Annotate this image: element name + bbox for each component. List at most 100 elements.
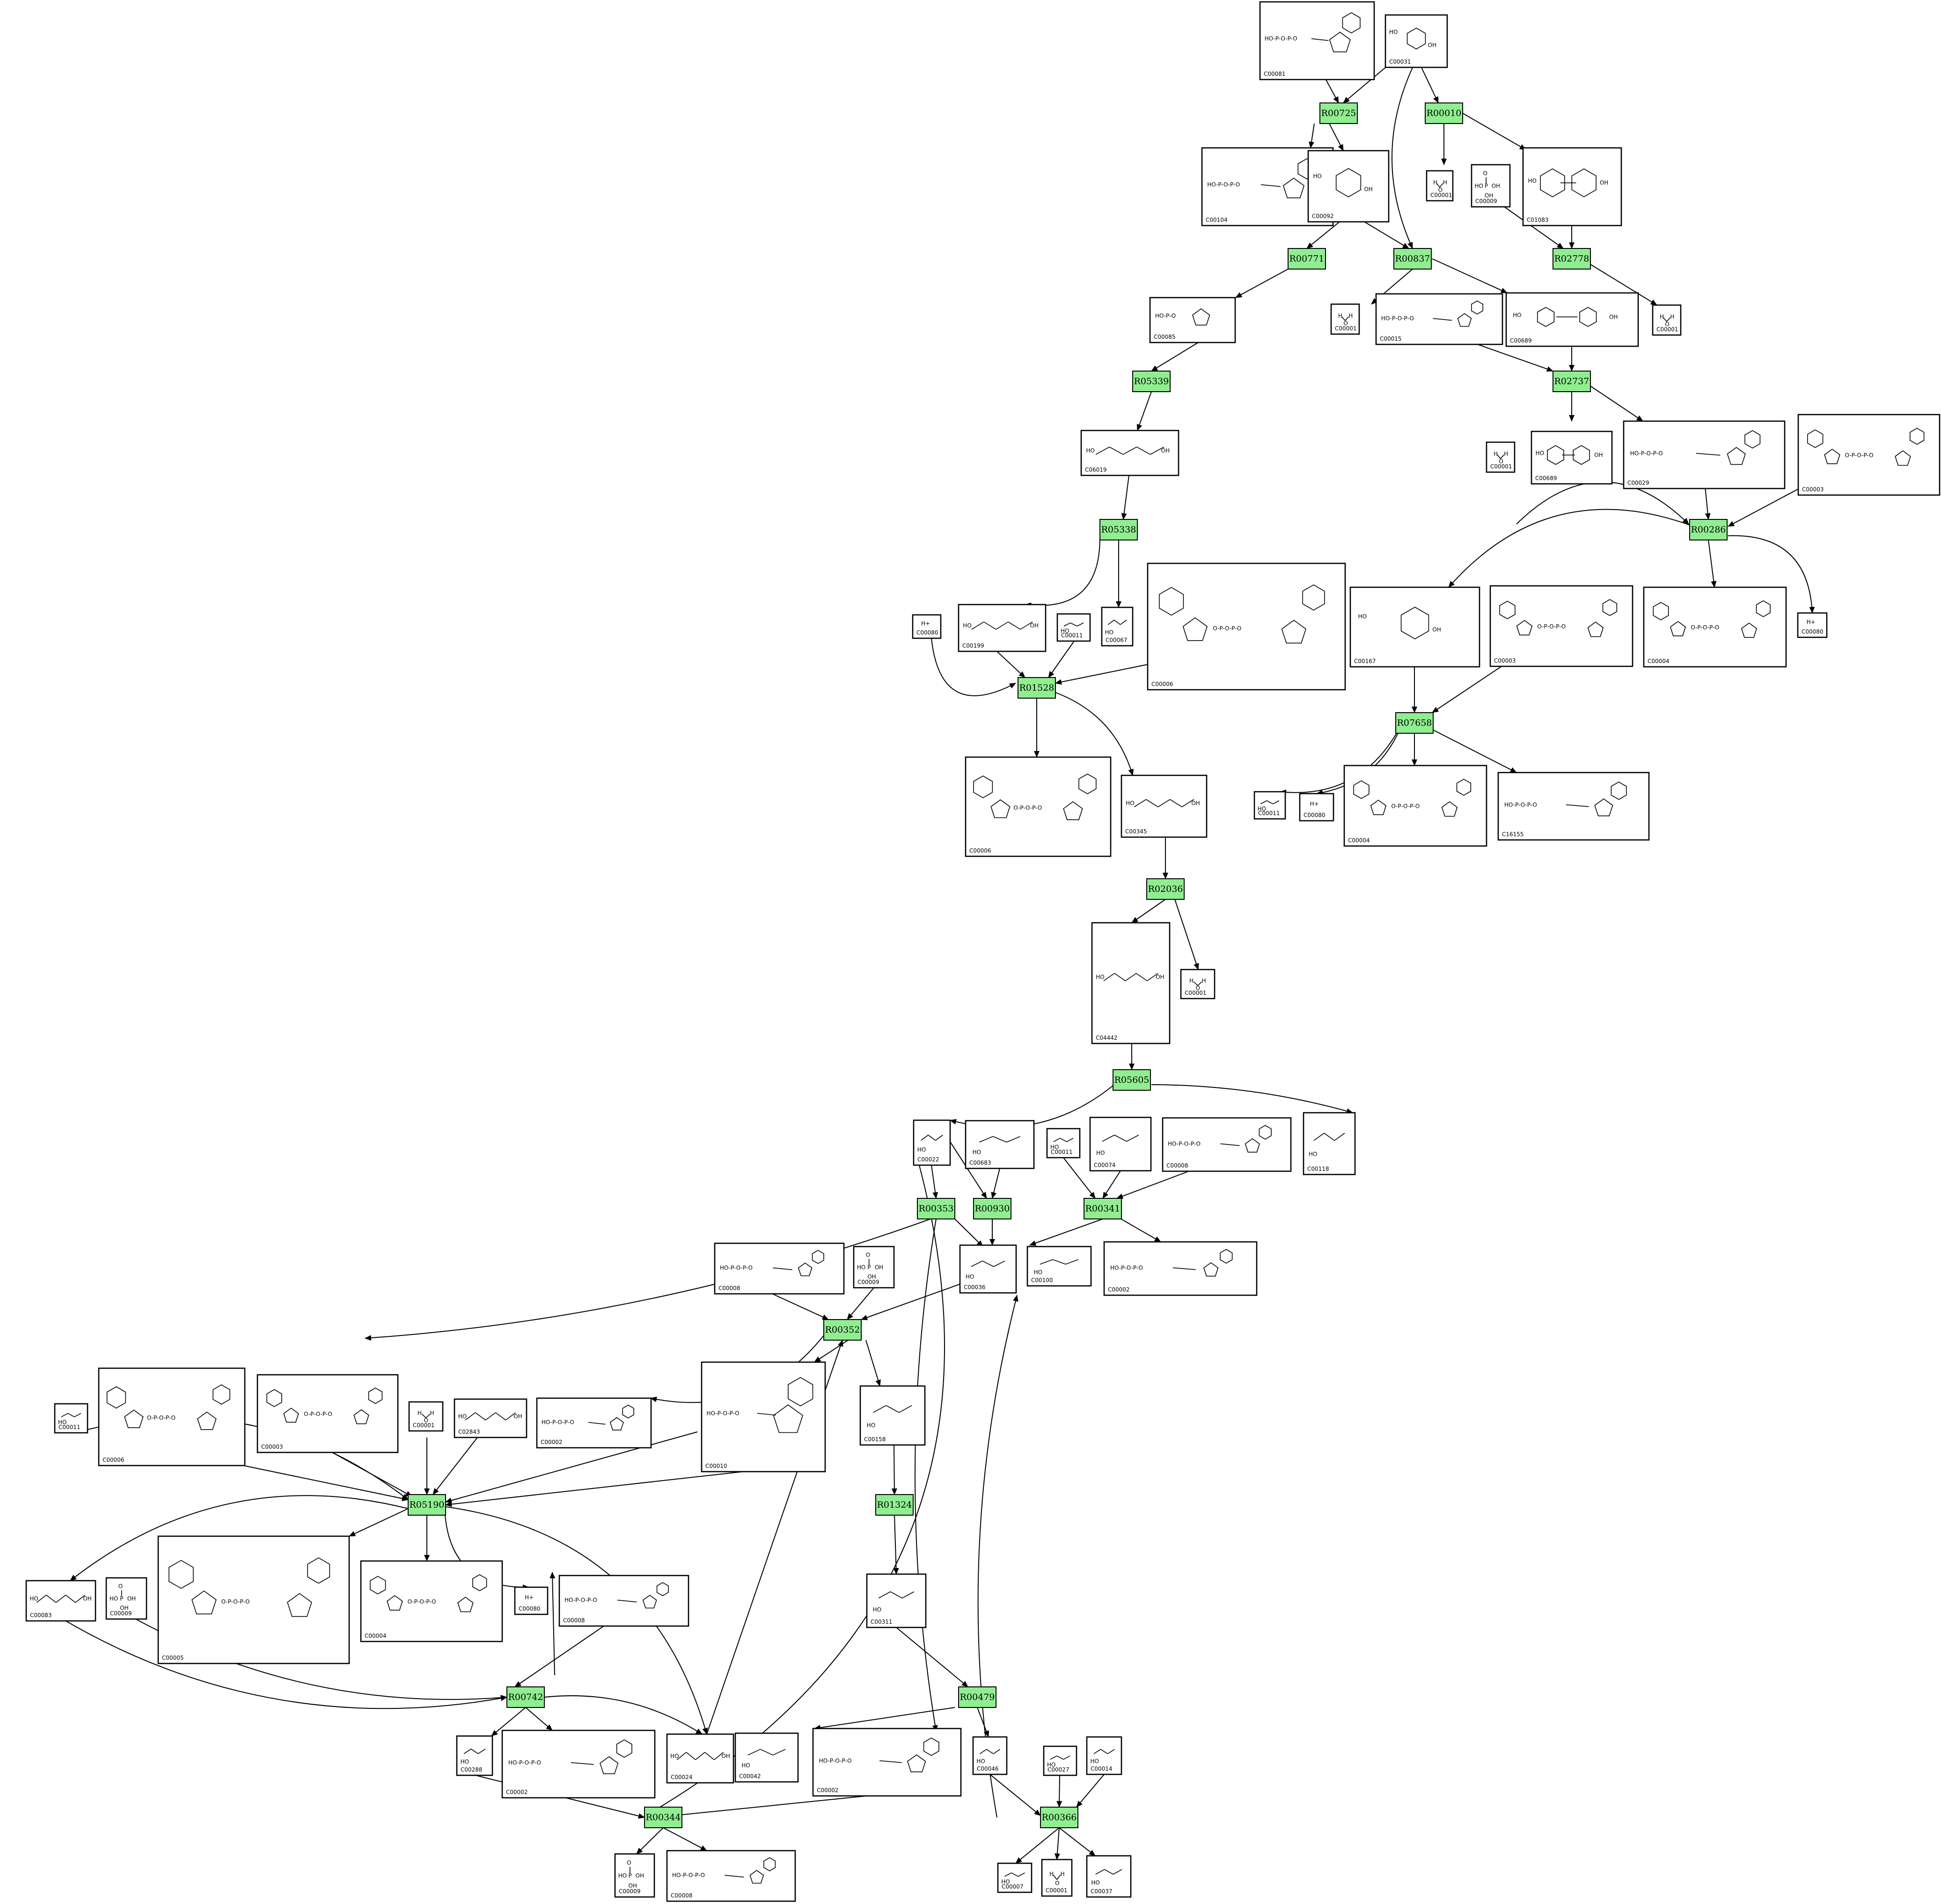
structure-glyph: HO <box>1389 29 1398 35</box>
reaction-node[interactable]: R00366 <box>1040 1807 1078 1828</box>
reaction-edge <box>931 638 1016 696</box>
reaction-node[interactable]: R00353 <box>917 1198 955 1219</box>
reaction-node[interactable]: R00725 <box>1319 102 1358 124</box>
structure-glyph: HO <box>1309 1151 1317 1157</box>
reaction-node[interactable]: R07658 <box>1395 712 1434 734</box>
reaction-node[interactable]: R00344 <box>644 1807 682 1828</box>
reaction-node[interactable]: R05190 <box>408 1494 446 1516</box>
reaction-node[interactable]: R00286 <box>1689 519 1728 540</box>
structure-glyph: O <box>1055 1880 1059 1887</box>
reaction-node[interactable]: R00010 <box>1425 102 1463 124</box>
reaction-node[interactable]: R02036 <box>1146 878 1185 900</box>
compound-node[interactable]: H+C00080 <box>1299 793 1334 822</box>
reaction-node[interactable]: R00837 <box>1393 248 1432 270</box>
compound-node[interactable]: H+C00080 <box>912 614 942 639</box>
reaction-node[interactable]: R05605 <box>1113 1069 1151 1091</box>
reaction-node[interactable]: R00479 <box>958 1686 996 1708</box>
reaction-node[interactable]: R00771 <box>1288 248 1326 270</box>
compound-node[interactable]: H+C00080 <box>1797 612 1828 638</box>
reaction-node[interactable]: R00352 <box>823 1319 862 1341</box>
compound-node[interactable]: H+C00080 <box>514 1586 549 1615</box>
reaction-node[interactable]: R00742 <box>506 1686 545 1708</box>
reaction-node[interactable]: R01528 <box>1018 677 1056 699</box>
reaction-node[interactable]: R01324 <box>875 1494 914 1516</box>
reaction-node[interactable]: R00341 <box>1084 1198 1122 1219</box>
reaction-node[interactable]: R02778 <box>1553 248 1591 270</box>
structure-bond <box>986 1749 994 1754</box>
reaction-node[interactable]: R00930 <box>973 1198 1011 1219</box>
reaction-node[interactable]: R05338 <box>1099 519 1138 540</box>
reaction-node[interactable]: R02737 <box>1553 371 1591 392</box>
reaction-node[interactable]: R05339 <box>1132 371 1171 392</box>
